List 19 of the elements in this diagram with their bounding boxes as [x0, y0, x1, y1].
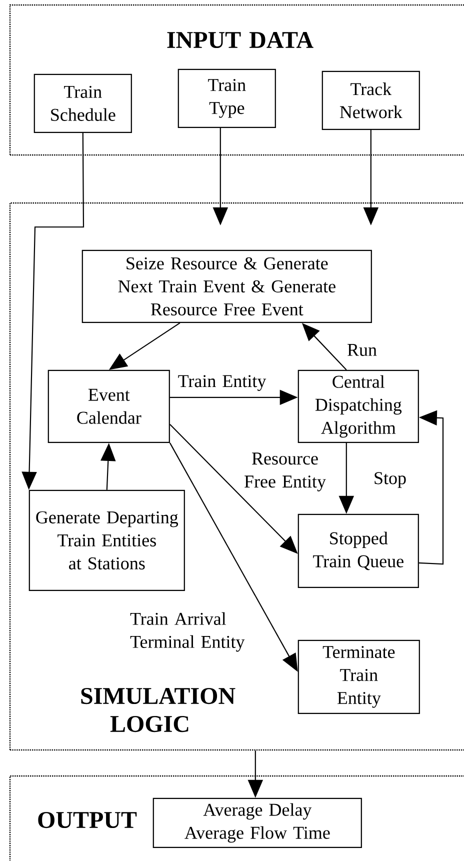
- process-box: Average Delay Average Flow Time: [152, 798, 362, 848]
- process-box: Central Dispatching Algorithm: [298, 370, 419, 443]
- section-heading: INPUT DATA: [167, 32, 314, 48]
- process-box: Terminate Train Entity: [298, 640, 420, 714]
- arrow: [418, 410, 444, 565]
- process-box: Track Network: [322, 70, 420, 130]
- process-box: Stopped Train Queue: [298, 514, 419, 588]
- edge-label: Run: [348, 344, 377, 356]
- section-heading: OUTPUT: [38, 812, 137, 828]
- process-box: Generate Departing Train Entities at Stations: [28, 490, 185, 591]
- process-box: Train Schedule: [34, 74, 132, 133]
- section-heading: SIMULATION LOGIC: [81, 688, 236, 732]
- edge-label: Resource Free Entity: [244, 452, 326, 492]
- process-box: Train Type: [178, 68, 276, 128]
- process-box: Seize Resource & Generate Next Train Event & Generate Resource Free Event: [82, 250, 372, 323]
- edge-label: Train Arrival Terminal Entity: [130, 612, 245, 652]
- process-box: Event Calendar: [48, 370, 170, 443]
- edge-label: Train Entity: [178, 375, 266, 391]
- edge-label: Stop: [374, 472, 406, 488]
